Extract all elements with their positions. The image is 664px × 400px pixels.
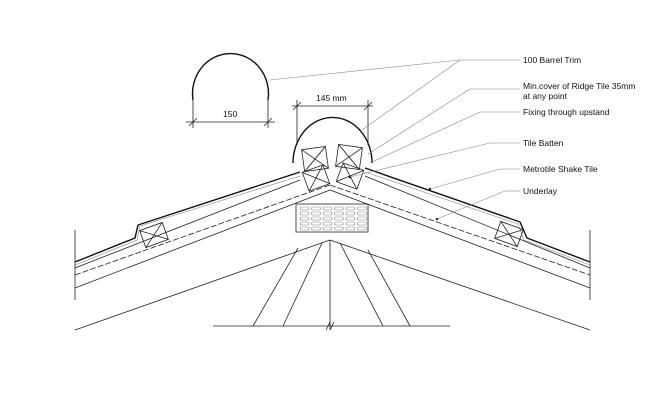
ridge-width-dimension: 145 mm [316,93,347,103]
vent-slot [322,226,333,231]
vent-slot [322,206,333,211]
vent-slot [345,216,356,221]
label-barrel-trim: 100 Barrel Trim [523,55,581,65]
vent-slot [311,216,321,221]
vent-slot [334,221,344,226]
label-shake-tile: Metrotile Shake Tile [523,164,598,174]
vent-slot [299,216,310,221]
vent-slot [311,226,321,231]
callout-labels: 100 Barrel Trim Min.cover of Ridge Tile … [523,55,635,196]
barrel-width-dimension: 150 [223,109,237,119]
label-fixing: Fixing through upstand [523,107,610,117]
label-min-cover-2: at any point [523,91,568,101]
vent-slot [299,211,310,216]
vent-slot [322,221,333,226]
vent-slot [357,226,367,231]
vent-slot [334,226,344,231]
vent-slot [322,211,333,216]
vent-slot [334,216,344,221]
vent-slot [357,206,367,211]
vent-slot [299,226,310,231]
label-tile-batten: Tile Batten [523,138,564,148]
vent-slot [299,206,310,211]
vent-slot [311,221,321,226]
vent-slot [345,221,356,226]
ridge-assembly: 145 mm [292,93,373,192]
vent-slot [357,221,367,226]
vent-slot [357,216,367,221]
vent-slot [345,211,356,216]
vent-slot [322,216,333,221]
leader-lines [269,59,520,220]
vent-slot [334,206,344,211]
barrel-trim-detail: 150 [186,52,275,128]
vent-slot [299,221,310,226]
vent-slot [311,206,321,211]
label-underlay: Underlay [523,186,558,196]
roof-truss [74,230,591,331]
vent-slot [357,211,367,216]
vent-slot [345,206,356,211]
vent-slot [345,226,356,231]
vent-slot [311,211,321,216]
ventilation-grille [295,203,369,233]
vent-slot [334,211,344,216]
roof-slopes [74,167,591,289]
label-min-cover: Min.cover of Ridge Tile 35mm [523,81,635,91]
